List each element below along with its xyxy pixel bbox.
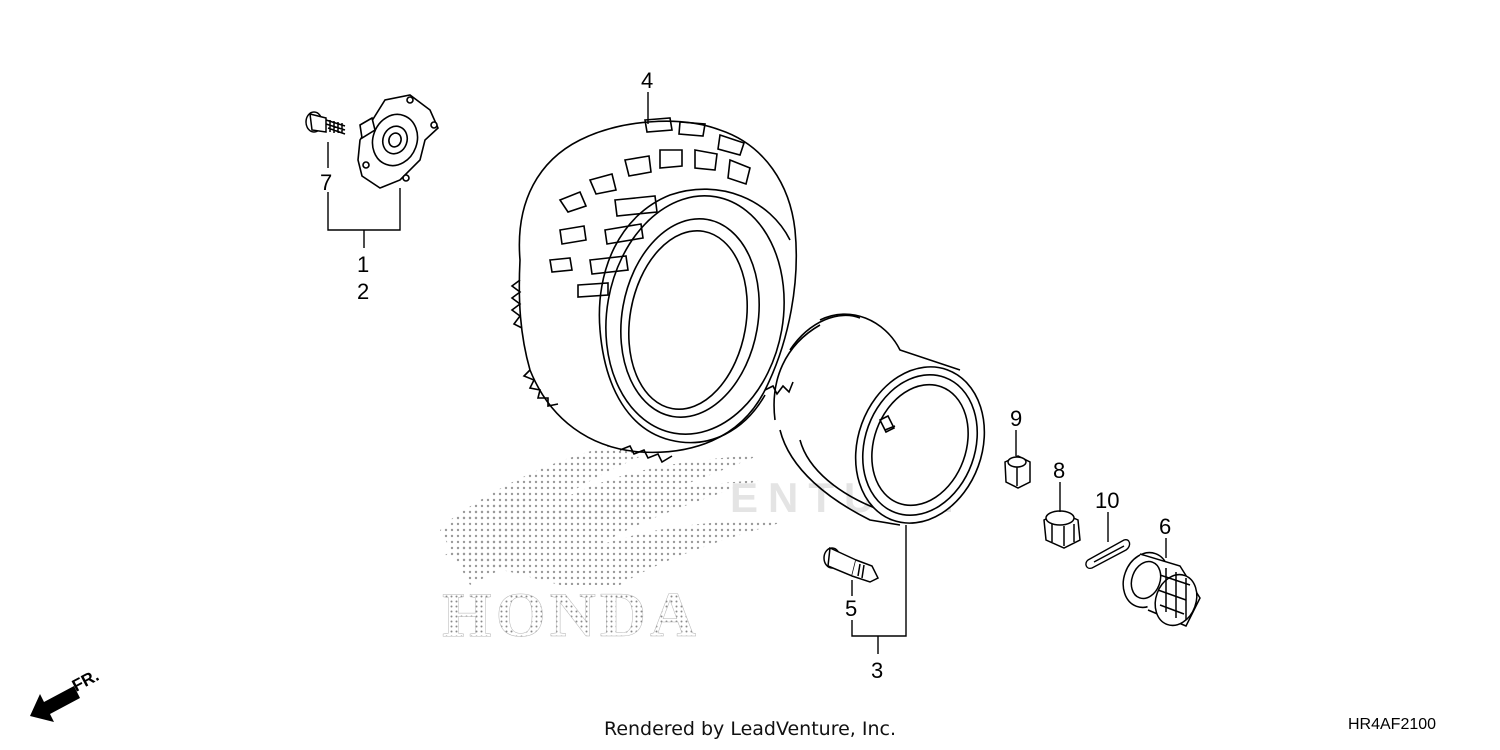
- front-direction-indicator: FR.: [30, 666, 102, 722]
- callouts: 7 1 2 4 9 8 10 6 5 3: [320, 68, 1171, 683]
- callout-8: 8: [1053, 458, 1065, 483]
- diagram-code: HR4AF2100: [1348, 716, 1437, 733]
- leader-lines: [327, 92, 1167, 654]
- callout-6: 6: [1159, 514, 1171, 539]
- tire: [510, 117, 798, 464]
- callout-7: 7: [320, 170, 332, 195]
- watermark-honda-text: HONDA: [442, 579, 700, 650]
- front-arrow-icon: [30, 686, 80, 722]
- castle-nut: [1043, 510, 1081, 549]
- hub-bolt: [305, 111, 346, 135]
- rendered-by-credit: Rendered by LeadVenture, Inc.: [603, 718, 897, 740]
- callout-4: 4: [641, 68, 653, 93]
- hub-cap: [1122, 551, 1201, 627]
- wheel-hub: [357, 94, 439, 189]
- lug-nut: [1004, 455, 1031, 489]
- callout-5: 5: [845, 596, 857, 621]
- valve-stem: [823, 546, 880, 583]
- callout-2: 2: [357, 279, 369, 304]
- callout-9: 9: [1010, 406, 1022, 431]
- callout-10: 10: [1095, 488, 1119, 513]
- callout-3: 3: [871, 658, 883, 683]
- cotter-pin: [1085, 538, 1131, 570]
- wheel-rim: [773, 313, 986, 526]
- callout-1: 1: [357, 252, 369, 277]
